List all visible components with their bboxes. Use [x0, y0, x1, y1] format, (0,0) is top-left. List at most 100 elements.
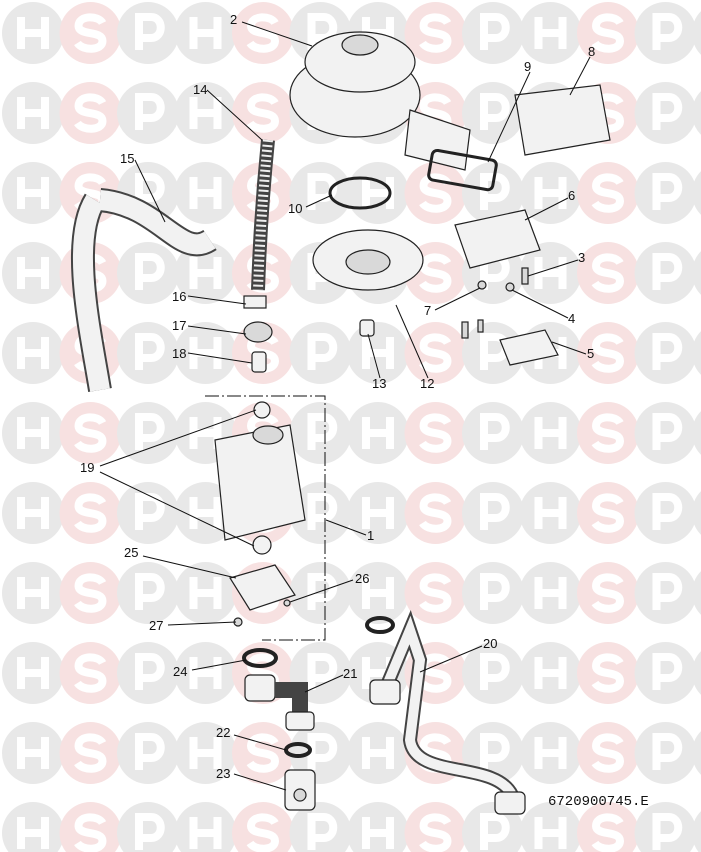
- watermark-letter-glyph: [419, 493, 452, 533]
- clip-part-16: [243, 295, 267, 309]
- watermark-letter-glyph: [189, 177, 222, 209]
- watermark-letter-glyph: [652, 173, 683, 210]
- watermark-circle: [289, 162, 352, 224]
- watermark-letter-glyph: [480, 733, 510, 770]
- watermark-letter-glyph: [17, 417, 49, 449]
- watermark-letter-glyph: [591, 653, 625, 693]
- watermark-letter-glyph: [307, 413, 338, 450]
- watermark-letter-glyph: [591, 253, 625, 293]
- watermark-letter-glyph: [17, 737, 49, 769]
- watermark-letter-glyph: [419, 253, 452, 293]
- watermark-circle: [117, 642, 179, 704]
- watermark-circle: [462, 402, 524, 464]
- pipe-end-nut-part-20: [494, 791, 526, 815]
- watermark-letter-glyph: [591, 13, 625, 53]
- watermark-letter-glyph: [652, 413, 683, 450]
- watermark-letter-glyph: [17, 257, 49, 289]
- watermark-letter-glyph: [591, 573, 625, 613]
- watermark-letter-glyph: [135, 573, 165, 610]
- elbow-part-21: [244, 674, 315, 731]
- watermark-letter-glyph: [652, 333, 683, 370]
- watermark-letter-glyph: [534, 17, 567, 49]
- watermark-letter-glyph: [135, 13, 165, 50]
- watermark-letter-glyph: [362, 497, 394, 529]
- watermark-letter-glyph: [189, 657, 222, 689]
- watermark-circle: [692, 491, 701, 535]
- watermark-letter-glyph: [307, 813, 338, 850]
- watermark-circle: [634, 482, 697, 544]
- watermark-circle: [692, 11, 701, 55]
- watermark-circle: [692, 651, 701, 695]
- watermark-letter-glyph: [419, 333, 452, 373]
- watermark-letter-glyph: [246, 93, 280, 133]
- watermark-circle: [692, 571, 701, 615]
- watermark-letter-glyph: [362, 737, 394, 769]
- watermark-circle: [692, 811, 701, 852]
- watermark-circle: [289, 402, 352, 464]
- label-12: 12: [420, 376, 434, 391]
- watermark-letter-glyph: [534, 417, 567, 449]
- watermark-letter-glyph: [307, 653, 338, 690]
- watermark-letter-glyph: [419, 173, 452, 213]
- watermark-letter-glyph: [135, 413, 165, 450]
- label-18: 18: [172, 346, 186, 361]
- watermark-letter-glyph: [189, 497, 222, 529]
- watermark-circle: [692, 171, 701, 215]
- watermark-letter-glyph: [74, 13, 107, 53]
- watermark-circle: [289, 722, 352, 784]
- watermark-circle: [462, 482, 524, 544]
- watermark-circle: [347, 802, 409, 852]
- watermark-circle: [462, 162, 524, 224]
- watermark-letter-glyph: [189, 257, 222, 289]
- watermark-letter-glyph: [419, 813, 452, 852]
- watermark-letter-glyph: [189, 337, 222, 369]
- watermark-circle: [117, 802, 179, 852]
- watermark-letter-glyph: [591, 413, 625, 453]
- watermark-letter-glyph: [591, 333, 625, 373]
- watermark-circle: [634, 322, 697, 384]
- label-14: 14: [193, 82, 207, 97]
- watermark-letter-glyph: [135, 253, 165, 290]
- watermark-letter-glyph: [591, 493, 625, 533]
- watermark-letter-glyph: [74, 573, 107, 613]
- pipe-nut-part-20: [369, 679, 401, 705]
- label-20: 20: [483, 636, 497, 651]
- watermark-letter-glyph: [362, 577, 394, 609]
- watermark-letter-glyph: [17, 17, 49, 49]
- watermark-letter-glyph: [480, 93, 510, 130]
- watermark-letter-glyph: [17, 177, 49, 209]
- watermark-letter-glyph: [135, 333, 165, 370]
- screws-parts-3-4-7: [461, 267, 529, 339]
- watermark-letter-glyph: [419, 413, 452, 453]
- watermark-letter-glyph: [534, 737, 567, 769]
- watermark-letter-glyph: [419, 653, 452, 693]
- watermark-letter-glyph: [591, 173, 625, 213]
- gas-valve-part-1: [214, 401, 306, 555]
- label-25: 25: [124, 545, 138, 560]
- watermark-circle: [289, 802, 352, 852]
- seal-part-10: [328, 176, 392, 210]
- label-27: 27: [149, 618, 163, 633]
- label-17: 17: [172, 318, 186, 333]
- watermark-letter-glyph: [307, 493, 338, 530]
- watermark-circle: [634, 802, 697, 852]
- drawing-code: 6720900745.E: [548, 794, 649, 810]
- watermark-letter-glyph: [189, 97, 222, 129]
- watermark-letter-glyph: [17, 337, 49, 369]
- watermark-letter-glyph: [534, 577, 567, 609]
- watermark-letter-glyph: [74, 413, 107, 453]
- watermark-letter-glyph: [652, 13, 683, 50]
- label-5: 5: [587, 346, 594, 361]
- watermark-circle: [692, 251, 701, 295]
- label-26: 26: [355, 571, 369, 586]
- watermark-circle: [634, 562, 697, 624]
- watermark-circle: [634, 642, 697, 704]
- watermark-letter-glyph: [534, 177, 567, 209]
- watermark-letter-glyph: [652, 733, 683, 770]
- siphon-part-15-inner: [72, 190, 216, 392]
- label-24: 24: [173, 664, 187, 679]
- watermark-letter-glyph: [17, 817, 49, 849]
- watermark-circle: [174, 802, 237, 852]
